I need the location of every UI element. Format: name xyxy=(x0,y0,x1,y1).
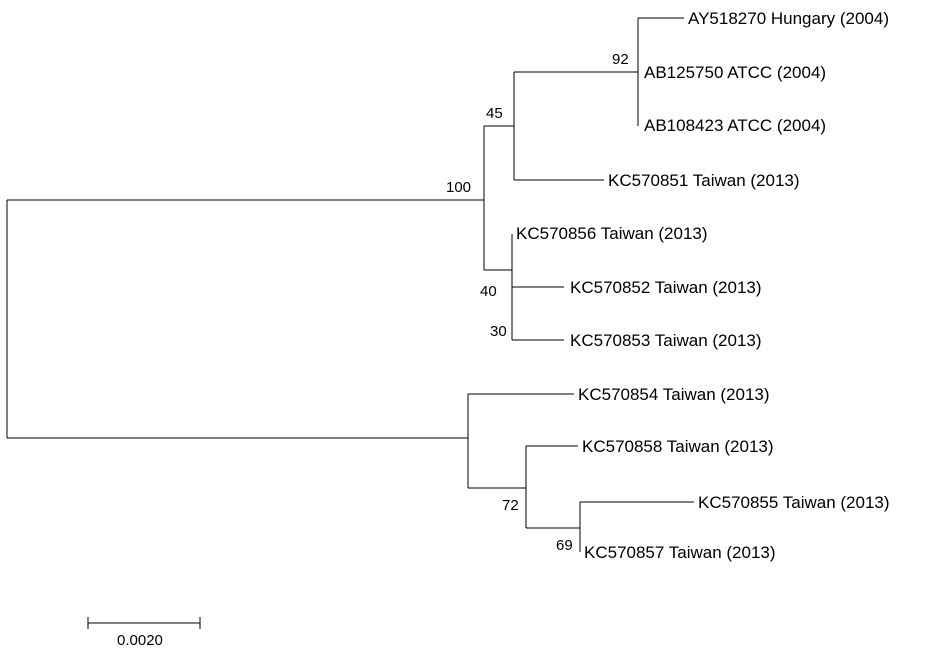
support-value: 30 xyxy=(490,323,507,340)
tip-label: KC570853 Taiwan (2013) xyxy=(570,331,762,350)
tip-label: KC570857 Taiwan (2013) xyxy=(584,543,776,562)
tip-label: AB125750 ATCC (2004) xyxy=(644,63,826,82)
tip-label: KC570854 Taiwan (2013) xyxy=(578,385,770,404)
support-value: 100 xyxy=(446,179,471,196)
scale-bar-label: 0.0020 xyxy=(117,632,163,649)
tip-label: KC570851 Taiwan (2013) xyxy=(608,171,800,190)
support-value: 69 xyxy=(556,537,573,554)
tip-label: KC570858 Taiwan (2013) xyxy=(582,437,774,456)
support-value: 40 xyxy=(480,283,497,300)
tip-label: KC570856 Taiwan (2013) xyxy=(516,224,708,243)
tip-label: KC570852 Taiwan (2013) xyxy=(570,278,762,297)
support-value: 72 xyxy=(502,497,519,514)
tip-label: AB108423 ATCC (2004) xyxy=(644,116,826,135)
scale-bar: 0.0020 xyxy=(87,617,201,649)
support-value: 45 xyxy=(486,105,503,122)
tip-label: KC570855 Taiwan (2013) xyxy=(698,493,890,512)
tip-label: AY518270 Hungary (2004) xyxy=(688,9,889,28)
support-value: 92 xyxy=(612,51,629,68)
